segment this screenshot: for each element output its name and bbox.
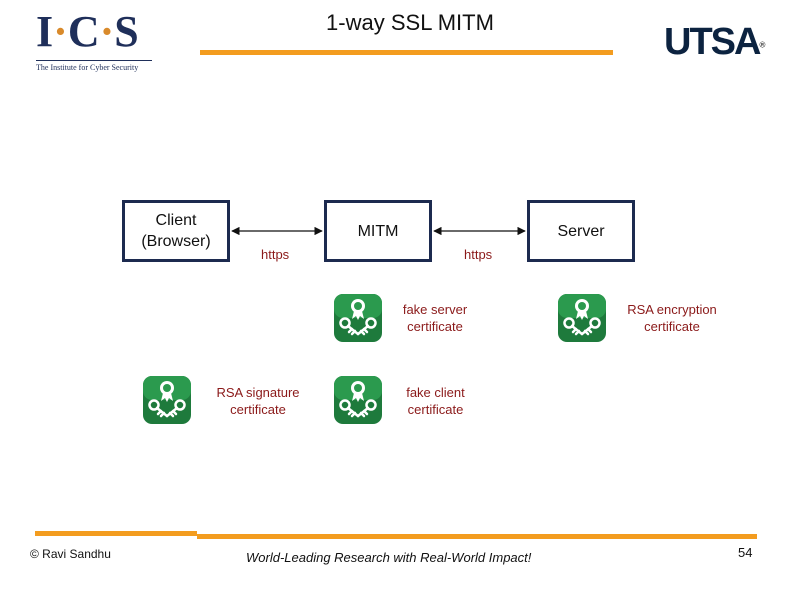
footer-slogan: World-Leading Research with Real-World I… bbox=[246, 550, 532, 565]
slide-title: 1-way SSL MITM bbox=[326, 10, 494, 35]
client-mitm-https-label: https bbox=[261, 247, 290, 262]
utsa-registered-mark: ® bbox=[759, 40, 766, 50]
footer-author: © Ravi Sandhu bbox=[30, 547, 111, 561]
ics-logo-subtitle: The Institute for Cyber Security bbox=[36, 60, 152, 72]
client-browser-label: Client (Browser) bbox=[141, 212, 211, 250]
ics-logo: I·C·S The Institute for Cyber Security bbox=[36, 8, 152, 72]
title-underline bbox=[200, 50, 613, 55]
mitm-label: MITM bbox=[357, 222, 399, 240]
mitm-server-https-label: https bbox=[464, 247, 493, 262]
page-number: 54 bbox=[738, 545, 753, 560]
server-label: Server bbox=[557, 222, 605, 240]
mitm-box: MITM bbox=[324, 200, 432, 262]
footer-divider-right bbox=[197, 534, 757, 539]
fake-client-certificate-label: fake client certificate bbox=[406, 385, 465, 417]
rsa-encryption-certificate-label: RSA encryption certificate bbox=[627, 302, 717, 334]
certificate-keys-icon bbox=[558, 294, 606, 342]
rsa-signature-certificate-label: RSA signature certificate bbox=[216, 385, 300, 417]
certificate-keys-icon bbox=[143, 376, 191, 424]
fake-server-certificate-label: fake server certificate bbox=[402, 302, 468, 334]
utsa-logo-text: UTSA bbox=[664, 21, 761, 63]
server-box: Server bbox=[527, 200, 635, 262]
client-browser-box: Client (Browser) bbox=[122, 200, 230, 262]
utsa-logo: UTSA® bbox=[664, 22, 782, 62]
footer-divider-left bbox=[35, 531, 197, 536]
certificate-keys-icon bbox=[334, 376, 382, 424]
ics-logo-letters: I·C·S bbox=[36, 7, 139, 56]
certificate-keys-icon bbox=[334, 294, 382, 342]
